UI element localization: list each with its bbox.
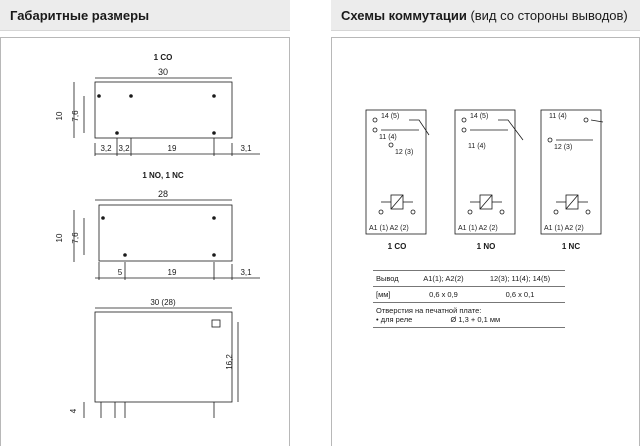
table-note-row: Отверстия на печатной плате: • для реле … [373,302,565,328]
dim-c-1no: 3,1 [240,268,252,277]
svg-text:A1 (1) A2 (2): A1 (1) A2 (2) [369,225,409,232]
schematic-1co: 14 (5) 11 (4) 12 (3) A1 (1) A2 (2) 1 CO [365,109,430,251]
relay-outline-1co [94,81,233,139]
schematics-title: Схемы коммутации (вид со стороны выводов… [341,8,628,23]
pin-marker [129,94,133,98]
caption-1nc: 1 NC [562,242,580,251]
drawing-1no-1nc: 1 NO, 1 NC 28 10 7,6 5 19 3,1 [55,171,260,280]
relay-outline-1no [98,204,233,262]
svg-text:12 (3): 12 (3) [554,144,572,151]
dim-a-1co: 3,2 [100,144,112,153]
relay-side-outline [94,311,233,403]
svg-text:12 (3): 12 (3) [395,149,413,156]
svg-text:11 (4): 11 (4) [468,143,486,150]
pin-marker [97,94,101,98]
dim-pin-length: 4 [69,408,78,413]
dim-width-1no: 28 [158,189,168,199]
schematic-1no: 14 (5) 11 (4) A1 (1) A2 (2) 1 NO [454,109,524,251]
pin-marker [212,253,216,257]
dim-width-side: 30 (28) [150,298,176,307]
svg-text:A1 (1) A2 (2): A1 (1) A2 (2) [458,225,498,232]
svg-text:14 (5): 14 (5) [470,113,488,120]
svg-text:14 (5): 14 (5) [381,113,399,120]
schematics-panel: Схемы коммутации (вид со стороны выводов… [331,0,640,446]
pin-marker [115,131,119,135]
svg-text:A1 (1) A2 (2): A1 (1) A2 (2) [544,225,584,232]
drawing-side-view: 30 (28) 16,2 4 [69,298,239,418]
dim-pinrow-1co: 7,6 [71,110,80,122]
schematics-header: Схемы коммутации (вид со стороны выводов… [331,0,640,31]
schematic-1nc: 11 (4) 12 (3) A1 (1) A2 (2) 1 NC [540,109,604,251]
table-row: Вывод A1(1); A2(2) 12(3); 11(4); 14(5) [373,270,565,287]
dim-height-1no: 10 [55,233,64,242]
relay-side-tab [211,319,221,328]
dimensions-header: Габаритные размеры [0,0,290,31]
caption-1co: 1 CO [388,242,407,251]
dim-d-1co: 3,1 [240,144,252,153]
pin-marker [101,216,105,220]
svg-text:11 (4): 11 (4) [549,113,567,120]
dim-pinrow-1no: 7,6 [71,232,80,244]
dim-a-1no: 5 [118,268,123,277]
pin-marker [212,131,216,135]
dimensions-panel: Габаритные размеры 1 CO 30 10 7,6 3,2 3 [0,0,290,446]
pin-marker [123,253,127,257]
dim-height-1co: 10 [55,111,64,120]
svg-text:11 (4): 11 (4) [379,134,397,141]
drawing-1no-title: 1 NO, 1 NC [142,171,184,180]
dim-b-1co: 3,2 [118,144,130,153]
dimensions-drawing: 1 CO 30 10 7,6 3,2 3,2 19 3,1 1 [55,53,260,418]
pin-marker [212,94,216,98]
schematics-drawing: 14 (5) 11 (4) 12 (3) A1 (1) A2 (2) 1 CO … [365,109,604,251]
pin-size-table: Вывод A1(1); A2(2) 12(3); 11(4); 14(5) [… [373,270,565,328]
pin-marker [212,216,216,220]
dim-b-1no: 19 [168,268,177,277]
drawing-1co: 1 CO 30 10 7,6 3,2 3,2 19 3,1 [55,53,260,156]
dim-height-side: 16,2 [225,354,234,370]
dimensions-title: Габаритные размеры [10,8,150,23]
table-row: [мм] 0,6 x 0,9 0,6 x 0,1 [373,286,565,303]
dim-width-1co: 30 [158,67,168,77]
drawing-1co-title: 1 CO [154,53,173,62]
dim-c-1co: 19 [168,144,177,153]
caption-1no: 1 NO [477,242,496,251]
dimensions-frame [0,37,290,446]
